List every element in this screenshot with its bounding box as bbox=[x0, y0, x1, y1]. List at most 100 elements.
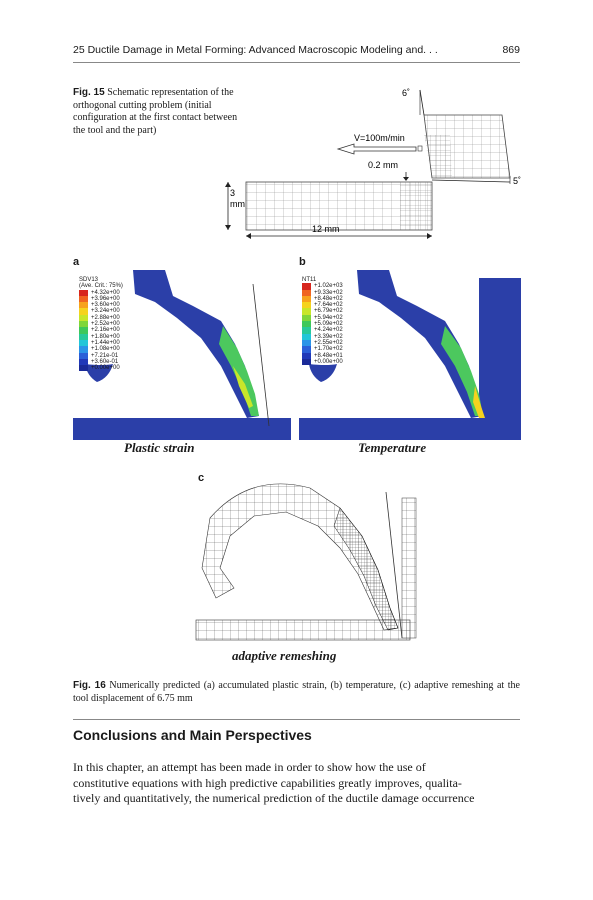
legend-swatch bbox=[302, 321, 311, 328]
angle-top-label: 6˚ bbox=[402, 88, 410, 98]
velocity-arrow bbox=[336, 143, 417, 155]
panel-a-legend: SDV13 (Ave. Crit.: 75%) +4.32e+00+3.96e+… bbox=[79, 277, 123, 372]
legend-row: +7.21e-01 bbox=[79, 352, 123, 359]
panel-b-tool bbox=[479, 278, 521, 418]
fig15-schematic: 6˚ 5˚ V=100m/min 0.2 mm 3 mm 12 mm bbox=[225, 88, 521, 239]
legend-value: +5.94e+02 bbox=[314, 314, 343, 321]
panel-a-chip bbox=[133, 270, 259, 418]
panel-c-fine-band bbox=[333, 507, 399, 631]
panel-c-tool bbox=[401, 497, 417, 639]
depth-label: 0.2 mm bbox=[368, 160, 398, 170]
legend-row: +5.09e+02 bbox=[302, 321, 343, 328]
legend-row: +4.32e+00 bbox=[79, 289, 123, 296]
panel-b-label: b bbox=[299, 256, 306, 268]
legend-value: +9.33e+02 bbox=[314, 289, 343, 296]
legend-swatch bbox=[79, 314, 88, 322]
legend-value: +4.24e+02 bbox=[314, 327, 343, 334]
panel-b-title: Temperature bbox=[358, 440, 427, 455]
fig16-caption: Fig. 16 Numerically predicted (a) accumu… bbox=[73, 679, 520, 705]
fig15-caption-text: Schematic representation of the orthogon… bbox=[73, 87, 238, 136]
legend-row: +4.24e+02 bbox=[302, 327, 343, 334]
legend-swatch bbox=[79, 352, 88, 359]
legend-swatch bbox=[302, 283, 311, 290]
legend-row: +1.02e+03 bbox=[302, 283, 343, 290]
legend-value: +3.60e-01 bbox=[91, 358, 119, 365]
body-line: constitutive equations with high predict… bbox=[73, 775, 462, 790]
legend-row: +8.48e+02 bbox=[302, 295, 343, 303]
legend-swatch bbox=[79, 358, 88, 366]
running-title: 25 Ductile Damage in Metal Forming: Adva… bbox=[73, 44, 438, 56]
fig15-caption: Fig. 15 Schematic representation of the … bbox=[73, 87, 238, 137]
legend-value: +3.24e+00 bbox=[91, 308, 120, 315]
legend-row: +6.79e+02 bbox=[302, 308, 343, 315]
legend-row: +3.60e-01 bbox=[79, 358, 123, 366]
legend-swatch bbox=[302, 289, 311, 296]
legend-row: +1.70e+02 bbox=[302, 346, 343, 353]
workpiece-fine-zone bbox=[400, 182, 432, 230]
height-arrow-top bbox=[225, 182, 231, 187]
legend-swatch bbox=[302, 346, 311, 353]
legend-swatch bbox=[79, 321, 88, 328]
angle-line-right bbox=[431, 179, 511, 183]
legend-value: +1.70e+02 bbox=[314, 346, 343, 353]
arrow-block bbox=[417, 145, 423, 152]
legend-swatch bbox=[79, 339, 88, 347]
legend-row: +3.39e+02 bbox=[302, 333, 343, 340]
legend-row: +2.55e+02 bbox=[302, 339, 343, 347]
legend-swatch bbox=[79, 289, 88, 296]
legend-row: +0.00e+00 bbox=[302, 358, 343, 366]
panel-b-legend-title: NT11 bbox=[302, 277, 317, 283]
legend-value: +1.80e+00 bbox=[91, 333, 120, 340]
legend-value: +3.39e+02 bbox=[314, 333, 343, 340]
panel-b-legend: NT11 +1.02e+03+9.33e+02+8.48e+02+7.64e+0… bbox=[302, 277, 343, 366]
legend-swatch bbox=[302, 352, 311, 359]
panel-c-plot bbox=[195, 483, 417, 641]
angle-right-label: 5˚ bbox=[513, 176, 521, 186]
length-arrow-left bbox=[246, 233, 251, 239]
panel-b-hot-band bbox=[441, 326, 483, 416]
legend-swatch bbox=[302, 314, 311, 322]
legend-value: +0.00e+00 bbox=[314, 358, 343, 365]
legend-row: +1.80e+00 bbox=[79, 333, 123, 340]
legend-row: +8.48e+01 bbox=[302, 352, 343, 359]
panel-b-plot bbox=[299, 270, 521, 440]
panel-c-label: c bbox=[198, 472, 205, 484]
panel-a-fragment bbox=[85, 364, 113, 382]
legend-row: +1.08e+00 bbox=[79, 346, 123, 353]
legend-swatch bbox=[302, 358, 311, 366]
legend-value: +1.44e+00 bbox=[91, 339, 120, 346]
page-number: 869 bbox=[502, 44, 520, 56]
legend-swatch bbox=[302, 339, 311, 347]
panel-b-hot-core bbox=[473, 386, 485, 418]
running-header: 25 Ductile Damage in Metal Forming: Adva… bbox=[73, 44, 520, 62]
legend-row: +2.88e+00 bbox=[79, 314, 123, 322]
fig15-label: Fig. 15 bbox=[73, 87, 105, 98]
legend-row: +2.52e+00 bbox=[79, 321, 123, 328]
legend-swatch bbox=[79, 333, 88, 340]
legend-value: +1.08e+00 bbox=[91, 346, 120, 353]
legend-swatch bbox=[79, 295, 88, 303]
height-label-2: mm bbox=[230, 199, 245, 209]
legend-swatch bbox=[79, 327, 88, 334]
panel-a-title: Plastic strain bbox=[124, 440, 195, 455]
legend-row: +3.60e+00 bbox=[79, 302, 123, 309]
tool-tip-fine bbox=[424, 135, 452, 178]
legend-value: +5.09e+02 bbox=[314, 321, 343, 328]
panel-c-title: adaptive remeshing bbox=[232, 648, 337, 663]
legend-row: +3.24e+00 bbox=[79, 308, 123, 315]
legend-swatch bbox=[302, 327, 311, 334]
height-label-1: 3 bbox=[230, 188, 235, 198]
panel-b-legend-rows: +1.02e+03+9.33e+02+8.48e+02+7.64e+02+6.7… bbox=[302, 283, 343, 366]
fig16-label: Fig. 16 bbox=[73, 680, 106, 691]
legend-row: +1.44e+00 bbox=[79, 339, 123, 347]
legend-value: +1.02e+03 bbox=[314, 283, 343, 290]
panel-a-tool-edge bbox=[252, 283, 270, 427]
legend-value: +8.48e+02 bbox=[314, 295, 343, 302]
legend-value: +0.00e+00 bbox=[91, 365, 120, 372]
legend-value: +2.88e+00 bbox=[91, 314, 120, 321]
legend-value: +2.55e+02 bbox=[314, 339, 343, 346]
legend-row: +3.96e+00 bbox=[79, 295, 123, 303]
legend-value: +2.16e+00 bbox=[91, 327, 120, 334]
legend-swatch bbox=[79, 346, 88, 353]
length-arrow-right bbox=[427, 233, 432, 239]
